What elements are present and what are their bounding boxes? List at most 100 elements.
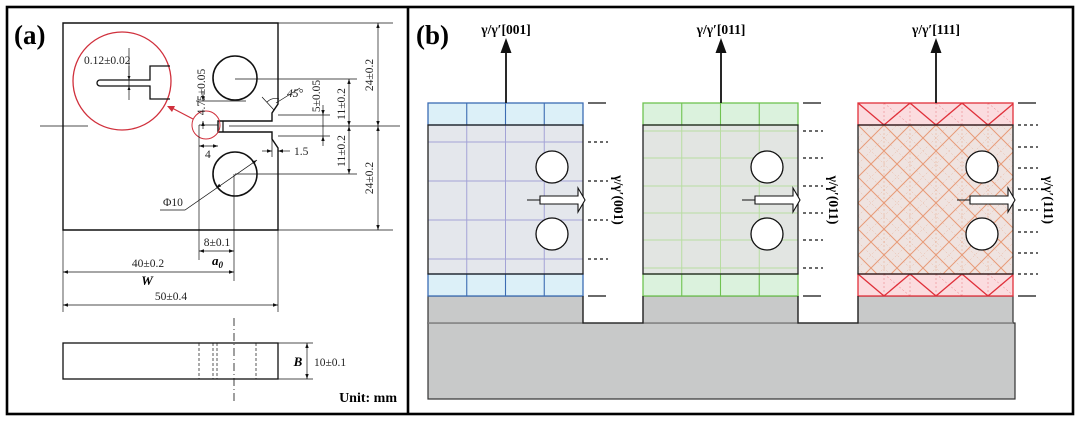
dim-knife-angle: 45°	[287, 88, 304, 100]
arrowhead	[376, 121, 380, 126]
band-lattice-line	[857, 273, 885, 297]
lattice-diagonal-minor	[903, 164, 1014, 275]
dim-W-value: 40±0.2	[132, 258, 164, 270]
arrowhead	[201, 96, 205, 101]
arrowhead	[199, 144, 204, 148]
dim-thickness: 10±0.1	[314, 357, 346, 369]
band-lattice-line	[987, 274, 1014, 297]
angle-arc	[266, 98, 280, 103]
arrowhead	[305, 374, 309, 379]
band-lattice-line	[909, 102, 937, 126]
band-lattice-line	[961, 273, 989, 297]
arrowhead	[63, 303, 68, 307]
magnified-region-marker	[191, 110, 221, 140]
band-lattice-line	[883, 102, 911, 126]
lattice-diagonal-minor	[857, 124, 898, 165]
lattice-diagonal-minor	[857, 124, 950, 217]
dim-hole-offset-bottom: 11±0.2	[336, 135, 348, 167]
pin-hole-upper	[750, 150, 784, 184]
lattice-diagonal-minor	[857, 124, 1002, 269]
pin-hole-upper	[965, 150, 999, 184]
panel-a: (a) 0.12±0.02	[14, 20, 400, 406]
symbol-B: B	[293, 354, 303, 369]
lattice-diagonal-minor	[857, 267, 865, 275]
symbol-a0: a0	[212, 253, 224, 270]
dim-knife-width: 1.5	[294, 146, 309, 158]
bottom-band	[858, 274, 1013, 296]
dimension-arrows	[63, 23, 380, 379]
plane-label-111: γ/γ′(111)	[1041, 175, 1056, 224]
lattice-diagonal	[968, 229, 1014, 275]
lattice-diagonal	[994, 255, 1014, 275]
arrowhead	[376, 23, 380, 28]
dim-half-height-bottom: 24±0.2	[364, 162, 376, 194]
band-lattice-line	[961, 102, 989, 126]
side-view-hidden-lines	[198, 343, 257, 379]
symbol-W: W	[141, 273, 154, 288]
lattice-diagonal-minor	[1007, 268, 1014, 275]
lattice-diagonal-minor	[929, 190, 1014, 275]
specimen-column-2	[857, 38, 1038, 324]
angle-ext-line	[261, 96, 275, 111]
arrowhead	[251, 160, 257, 165]
lattice-diagonal	[909, 124, 1014, 229]
arrowhead	[213, 144, 218, 148]
pin-hole-lower	[750, 217, 784, 251]
lattice-diagonal	[857, 124, 963, 230]
magnifier-circle	[72, 31, 172, 131]
arrowhead	[715, 38, 727, 53]
arrowhead	[321, 110, 325, 115]
symbol-a0-sub: 0	[219, 260, 224, 270]
lattice-diagonal-minor	[1000, 124, 1014, 138]
notch-shape	[969, 185, 1016, 215]
band-lattice-line	[987, 103, 1014, 126]
dim-hole-diameter: Φ10	[163, 197, 183, 209]
lattice-diagonal	[857, 124, 911, 178]
arrowhead	[347, 126, 351, 131]
specimen-grip	[857, 295, 1014, 324]
specimen-column-1	[642, 38, 823, 324]
arrowhead	[229, 249, 234, 253]
specimen-columns	[427, 38, 1038, 324]
lattice-diagonal-minor	[857, 215, 917, 275]
magnifier-pointer-arrowhead	[167, 106, 175, 112]
arrowhead	[63, 270, 68, 274]
lattice-diagonal	[857, 124, 989, 256]
arrowhead	[376, 225, 380, 230]
panel-a-label: (a)	[14, 20, 45, 50]
arrowhead	[347, 169, 351, 174]
pin-hole-lower	[535, 217, 569, 251]
lattice-diagonal	[857, 150, 982, 275]
lattice-diagonal-minor	[857, 137, 995, 275]
substrate-base	[427, 322, 1016, 400]
dim-total-width: 50±0.4	[155, 291, 187, 303]
band-lattice-line	[857, 102, 885, 126]
lattice-diagonal-minor	[870, 124, 1014, 268]
figure-frame	[5, 5, 1075, 416]
lattice-diagonal-minor	[857, 124, 924, 191]
lattice-diagonal-minor	[896, 124, 1014, 242]
upper-pin-hole	[212, 55, 258, 101]
arrowhead	[278, 149, 283, 153]
lattice-diagonal	[864, 125, 1014, 275]
arrowhead	[127, 76, 131, 80]
arrowhead	[347, 79, 351, 84]
arrowhead	[930, 38, 942, 53]
extension-lines	[62, 22, 393, 380]
dim-hole-offset-top: 11±0.2	[336, 88, 348, 120]
angle-leader	[275, 87, 301, 104]
lattice-diagonal-minor	[857, 241, 891, 275]
arrowhead	[199, 249, 204, 253]
dim-notch-tip-length: 4	[205, 149, 211, 161]
arrowhead	[201, 121, 205, 126]
lattice-diagonal	[857, 124, 885, 152]
notch-shape	[754, 185, 801, 215]
symbol-a0-main: a	[212, 253, 219, 268]
arrowhead	[267, 149, 272, 153]
notch-width-label: 0.12±0.02	[84, 55, 131, 67]
unit-label: Unit: mm	[339, 391, 397, 406]
lattice-diagonal	[857, 176, 956, 275]
lattice-diagonal	[857, 254, 878, 275]
direction-label-011: γ/γ′[011]	[696, 22, 746, 37]
